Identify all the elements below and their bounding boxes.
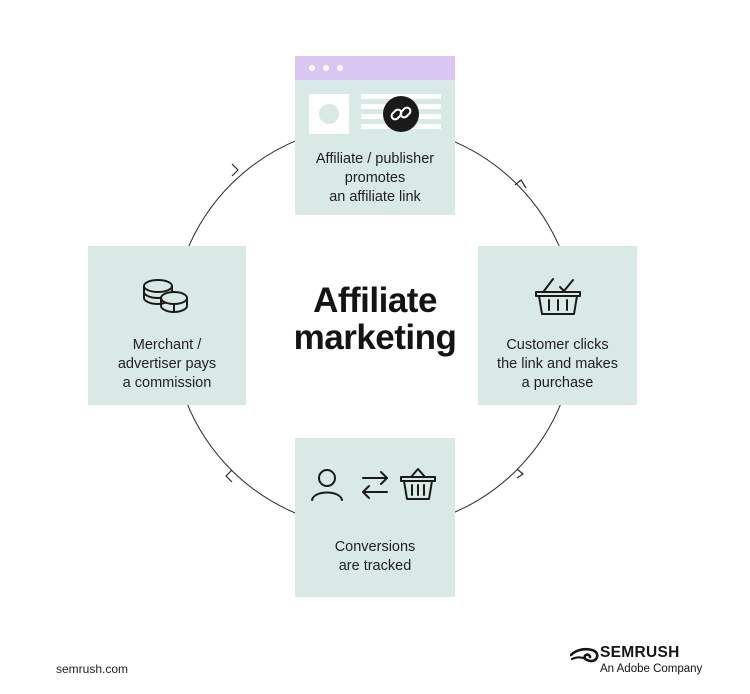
- diagram-title: Affiliate marketing: [293, 281, 457, 357]
- footer-url: semrush.com: [56, 662, 129, 676]
- step-text-customer: Customer clicks the link and makes a pur…: [497, 337, 618, 391]
- cycle-arrow-bottom-right: [516, 468, 525, 479]
- brand-subtitle: An Adobe Company: [600, 663, 703, 675]
- basket-check-icon: [535, 278, 581, 315]
- brand-name: SEMRUSH: [600, 644, 680, 661]
- semrush-brand: SEMRUSH An Adobe Company: [570, 644, 710, 680]
- coins-icon: [143, 279, 188, 313]
- semrush-logo-icon: [570, 647, 599, 663]
- step-text-conversions: Conversions are tracked: [334, 539, 416, 574]
- cycle-arrow-top-left: [231, 163, 239, 177]
- step-card-conversions: Conversions are tracked: [295, 438, 455, 597]
- step-card-customer: Customer clicks the link and makes a pur…: [478, 246, 637, 405]
- step-card-publisher: Affiliate / publisher promotes an affili…: [295, 56, 455, 215]
- step-card-merchant: Merchant / advertiser pays a commission: [88, 246, 246, 405]
- browser-link-icon: [295, 56, 455, 134]
- step-text-publisher: Affiliate / publisher promotes an affili…: [315, 151, 435, 205]
- user-exchange-basket-icon: [311, 468, 436, 501]
- cycle-arrow-bottom-left: [225, 469, 233, 483]
- step-text-merchant: Merchant / advertiser pays a commission: [117, 337, 217, 391]
- cycle-arrow-top-right: [514, 179, 527, 189]
